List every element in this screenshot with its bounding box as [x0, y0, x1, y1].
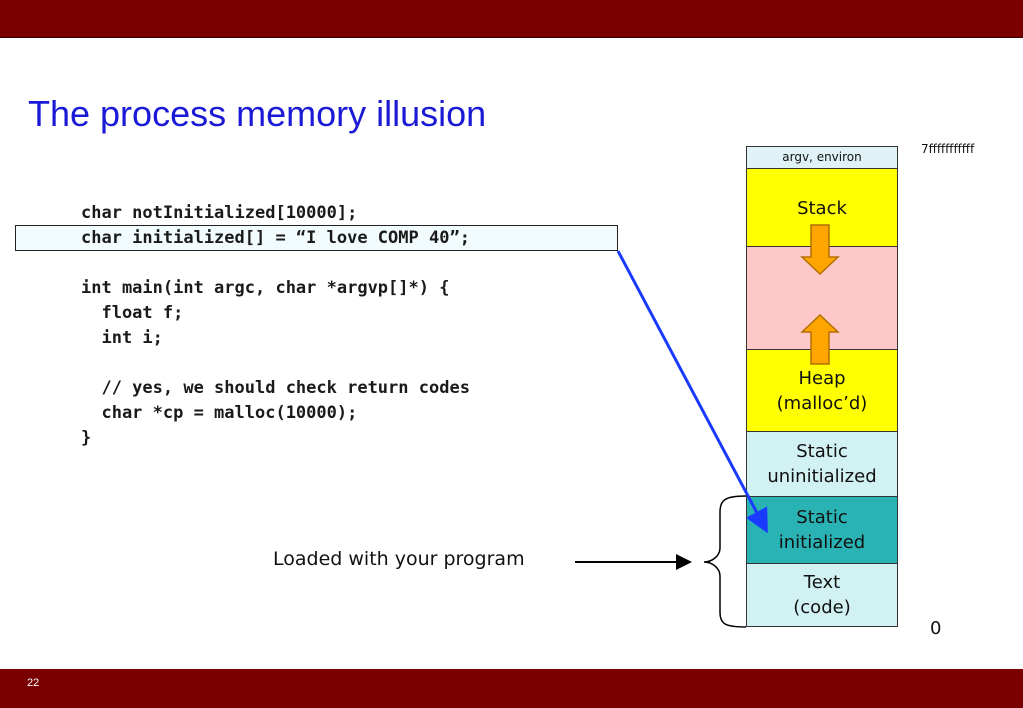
heap-growth-up-arrow: [800, 313, 840, 365]
page-number: 22: [27, 677, 40, 689]
segment-label: Heap (malloc’d): [776, 367, 868, 414]
segment-label: Static uninitialized: [767, 441, 877, 487]
segment-static-uninitialized: Static uninitialized: [746, 431, 898, 497]
segment-text-code: Text (code): [746, 563, 898, 627]
code-line: int main(int argc, char *argvp[]*) {: [81, 278, 450, 298]
loaded-label: Loaded with your program: [273, 548, 525, 570]
highlight-box: [15, 225, 618, 251]
code-line: // yes, we should check return codes: [81, 378, 470, 398]
address-top-label: 7fffffffffff: [921, 142, 975, 156]
pointer-arrow-icon: [616, 250, 768, 534]
segment-label: argv, environ: [782, 150, 862, 164]
slide-title: The process memory illusion: [28, 93, 487, 134]
address-bottom-label: 0: [930, 618, 942, 639]
code-line: int i;: [81, 328, 163, 348]
curly-brace-icon: [703, 495, 747, 628]
segment-label: Text (code): [793, 572, 851, 618]
top-banner: [0, 0, 1023, 38]
bottom-banner: [0, 669, 1023, 708]
stack-growth-down-arrow: [800, 224, 840, 276]
segment-label: Stack: [797, 198, 847, 219]
code-line: char *cp = malloc(10000);: [81, 403, 358, 423]
code-line: char notInitialized[10000];: [81, 203, 358, 223]
code-line: float f;: [81, 303, 184, 323]
segment-label: Static initialized: [778, 507, 866, 553]
code-line-highlighted: char initialized[] = “I love COMP 40”;: [81, 228, 470, 248]
code-line: }: [81, 428, 92, 448]
